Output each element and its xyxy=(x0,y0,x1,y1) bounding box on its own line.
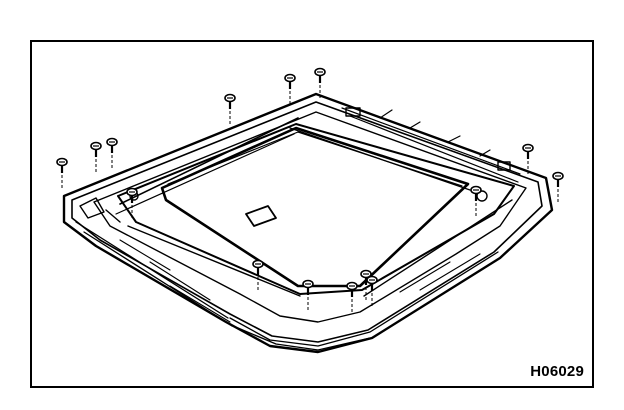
screw-icon xyxy=(90,141,102,172)
glass-edge-line-2 xyxy=(289,127,471,191)
screw-icon xyxy=(106,137,118,168)
right-drain-channel xyxy=(341,107,521,183)
diagram-frame xyxy=(30,40,594,388)
housing-rim xyxy=(71,101,543,343)
screw-icon xyxy=(56,157,68,188)
front-lower-lines xyxy=(75,221,499,351)
front-rail xyxy=(127,225,301,297)
bracket xyxy=(345,107,361,117)
screw-icon xyxy=(346,281,358,312)
left-corner-bracket xyxy=(79,197,121,223)
screw-group xyxy=(56,67,564,312)
screw-icon xyxy=(314,67,326,98)
glass-latch xyxy=(245,205,277,227)
figure-code: H06029 xyxy=(530,363,584,380)
screw-icon xyxy=(522,143,534,174)
glass-panel xyxy=(160,126,470,288)
screw-icon xyxy=(552,171,564,202)
screw-icon xyxy=(470,185,482,216)
right-rail xyxy=(363,199,513,297)
screw-icon xyxy=(224,93,236,124)
front-ribs xyxy=(119,239,481,323)
left-guide-rail-2 xyxy=(115,133,295,215)
screw-icon xyxy=(360,269,372,300)
screw-icon xyxy=(126,187,138,218)
left-guide-rail xyxy=(119,117,299,205)
housing-inner-rim xyxy=(93,111,527,323)
screw-icon xyxy=(284,73,296,104)
screw-icon xyxy=(302,279,314,310)
screw-icon xyxy=(252,259,264,290)
screw-icon xyxy=(366,275,378,306)
glass-panel-opening xyxy=(117,123,515,295)
housing-outer-edge xyxy=(62,92,554,354)
bracket-2 xyxy=(497,161,511,171)
